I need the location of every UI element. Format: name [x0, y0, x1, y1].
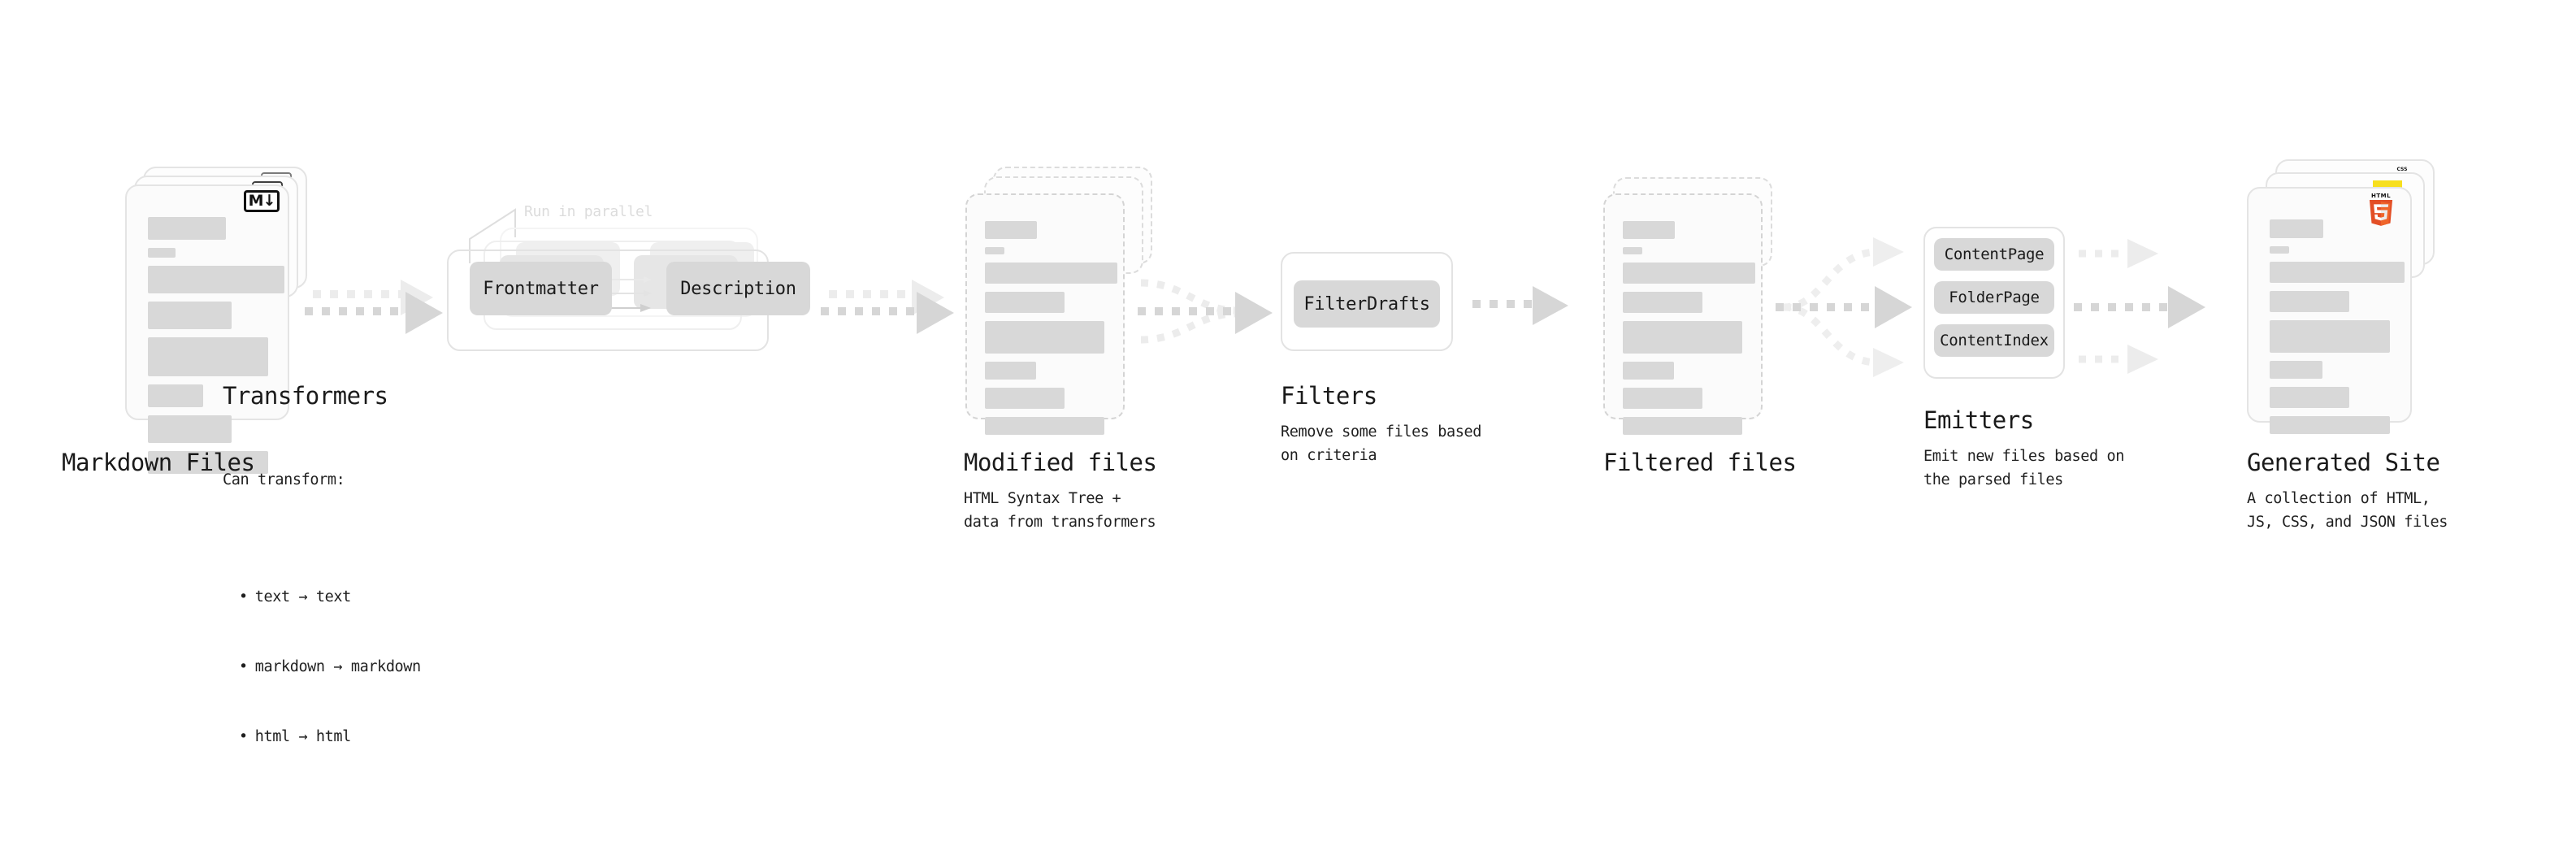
transformers-description-heading: Can transform:: [223, 471, 345, 489]
transformer-chip-description[interactable]: Description: [666, 262, 810, 315]
markdown-placeholder-lines: [148, 217, 284, 482]
arrow-markdown-to-transformers: [305, 280, 443, 334]
placeholder-line: [1623, 247, 1642, 254]
placeholder-line: [2270, 361, 2322, 379]
placeholder-line: [985, 362, 1036, 380]
arrow-transformers-to-modified: [821, 280, 954, 334]
placeholder-line: [148, 302, 232, 329]
modified-card-front: [965, 193, 1125, 435]
placeholder-line: [148, 451, 268, 474]
html5-wordmark: HTML: [2370, 193, 2392, 199]
arrow-modified-to-filters: [1138, 279, 1273, 344]
filtered-card-front: [1603, 193, 1763, 435]
page-title-filters: Filters: [1281, 382, 1377, 410]
placeholder-line: [985, 388, 1065, 409]
page-title-generated-site: Generated Site: [2247, 449, 2440, 476]
arrow-filtered-to-emitters: [1776, 237, 1912, 377]
placeholder-line: [985, 263, 1117, 284]
placeholder-line: [1623, 388, 1702, 409]
placeholder-line: [148, 217, 226, 240]
filters-box: [1281, 252, 1453, 351]
list-item: markdown → markdown: [239, 656, 421, 679]
transformers-capability-list: text → text markdown → markdown html → h…: [223, 539, 421, 795]
placeholder-line: [2270, 219, 2323, 238]
page-title-transformers: Transformers: [223, 382, 388, 410]
markdown-badge-front: M↓: [244, 190, 280, 212]
placeholder-line: [148, 415, 232, 443]
placeholder-line: [2270, 387, 2349, 408]
placeholder-line: [1623, 221, 1675, 239]
placeholder-line: [1623, 362, 1674, 380]
filters-description: Remove some files based on criteria: [1281, 423, 1481, 464]
page-title-filtered-files: Filtered files: [1603, 449, 1797, 476]
placeholder-line: [985, 321, 1104, 354]
pipeline-diagram: M↓ M↓ M↓ Markdown Files: [0, 0, 2576, 681]
site-card-front-html: [2247, 187, 2412, 434]
list-item: text → text: [239, 586, 421, 610]
filtered-placeholder-lines: [1623, 221, 1755, 443]
transformer-chip-frontmatter[interactable]: Frontmatter: [470, 262, 612, 315]
generated-site-description: A collection of HTML, JS, CSS, and JSON …: [2247, 490, 2448, 531]
page-title-modified-files: Modified files: [964, 449, 1157, 476]
placeholder-line: [1623, 263, 1755, 284]
placeholder-line: [985, 247, 1004, 254]
placeholder-line: [2270, 320, 2390, 353]
placeholder-line: [2270, 262, 2405, 283]
placeholder-line: [148, 266, 284, 293]
placeholder-line: [985, 417, 1104, 435]
arrow-emitters-to-site: [2074, 239, 2205, 374]
emitter-chip-folderpage[interactable]: FolderPage: [1934, 281, 2054, 314]
html5-shield-icon: [2369, 200, 2393, 226]
filter-chip-filterdrafts[interactable]: FilterDrafts: [1294, 280, 1440, 328]
emitters-box: [1923, 227, 2065, 379]
markdown-card-front: [125, 184, 289, 474]
css-label: CSS: [2396, 167, 2408, 172]
placeholder-line: [985, 292, 1065, 313]
placeholder-line: [148, 384, 203, 407]
run-in-parallel-label: Run in parallel: [524, 203, 653, 220]
modified-files-description: HTML Syntax Tree + data from transformer…: [964, 490, 1156, 531]
placeholder-line: [2270, 246, 2289, 254]
html5-logo-icon: HTML: [2368, 193, 2394, 229]
page-title-emitters: Emitters: [1923, 406, 2034, 434]
transformers-description: Can transform: text → text markdown → ma…: [223, 423, 421, 842]
placeholder-line: [148, 248, 176, 258]
run-in-parallel-leader: [469, 208, 516, 263]
site-placeholder-lines: [2270, 219, 2405, 442]
placeholder-line: [1623, 417, 1742, 435]
modified-placeholder-lines: [985, 221, 1117, 443]
placeholder-line: [2270, 416, 2390, 434]
emitter-chip-contentpage[interactable]: ContentPage: [1934, 238, 2054, 271]
page-title-markdown-files: Markdown Files: [62, 449, 255, 476]
placeholder-line: [1623, 321, 1742, 354]
placeholder-line: [985, 221, 1037, 239]
list-item: html → html: [239, 726, 421, 749]
placeholder-line: [1623, 292, 1702, 313]
placeholder-line: [148, 337, 268, 376]
placeholder-line: [2270, 291, 2349, 312]
transformer-inner-arrows: [605, 276, 652, 312]
emitter-chip-contentindex[interactable]: ContentIndex: [1934, 324, 2054, 357]
emitters-description: Emit new files based on the parsed files: [1923, 448, 2124, 488]
arrow-filters-to-filtered: [1472, 286, 1568, 325]
